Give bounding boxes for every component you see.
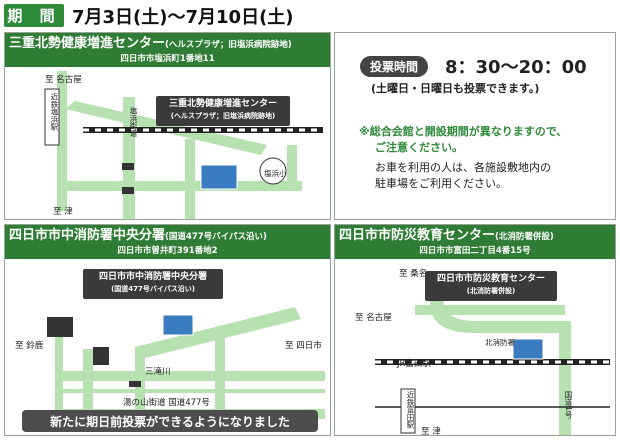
label-road-477: 湯の山街道 国道477号 [123,398,210,408]
venue1-map [44,71,323,219]
intersection-marker [129,381,141,387]
venue2-title-note: (国道477号バイパス沿い) [165,232,267,242]
label-jr-tomida: JR富田駅 [397,359,431,369]
venue1-callout: 三重北勢健康増進センター (ヘルスプラザ；旧塩浜病院跡地) [156,96,290,126]
voting-hours-time: 8：30～20：00 [445,57,587,78]
label-to-nagoya: 至 名古屋 [355,313,392,323]
gas-station-icon [93,347,109,365]
map-road [55,319,63,419]
venue3-address: 四日市市富田二丁目4番15号 [419,246,531,256]
map-road [415,305,565,315]
venue2-header: 四日市市中消防署中央分署(国道477号バイパス沿い) 四日市市曽井町391番地2 [5,225,330,259]
label-to-tsu: 至 津 [53,207,73,217]
venue2-title: 四日市市中消防署中央分署 [9,228,166,243]
venue2-callout-title: 四日市市中消防署中央分署 [98,272,207,282]
label-to-yokkaichi: 至 四日市 [285,341,322,351]
warning-line-2: ご注意ください。 [375,141,463,154]
map-road [67,181,302,191]
map-road [57,71,67,211]
venue1-panel: 三重北勢健康増進センター(ヘルスプラザ；旧塩浜病院跡地) 四日市市塩浜町1番地1… [4,32,331,220]
parking-line-1: お車を利用の人は、各施設敷地内の [375,161,551,174]
label-shiohama-street: 塩浜街道 [129,107,138,137]
venue1-callout-title: 三重北勢健康増進センター [168,99,277,109]
venue3-header: 四日市市防災教育センター(北消防署併設) 四日市市富田二丁目4番15号 [335,225,615,259]
venue2-address: 四日市市曽井町391番地2 [117,246,218,256]
label-to-suzuka: 至 鈴鹿 [15,341,44,351]
map-road [55,371,325,381]
school-marker [259,157,287,185]
label-school: 塩浜小 [264,169,287,178]
venue2-panel: 四日市市中消防署中央分署(国道477号バイパス沿い) 四日市市曽井町391番地2… [4,224,331,436]
kintetsu-station [44,88,60,146]
venue1-callout-sub: (ヘルスプラザ；旧塩浜病院跡地) [170,112,276,120]
venue1-address: 四日市市塩浜町1番地11 [120,54,215,64]
kintetsu-station [400,388,416,434]
voting-hours-label: 投票時間 [360,56,429,77]
map-road [55,389,325,393]
landmark-icon [47,317,73,337]
map-road [83,349,93,419]
intersection-marker [122,187,134,194]
venue3-callout-sub: (北消防署併設) [466,287,516,295]
parking-line-2: 駐車場をご利用ください。 [375,177,507,190]
period-dates: 7月3日(土)～7月10日(土) [72,7,294,28]
building-icon [162,314,194,336]
map-road [215,327,225,419]
building-icon [200,164,238,190]
venue3-title: 四日市市防災教育センター [339,228,496,243]
period-tag: 期 間 [4,4,64,27]
intersection-marker [122,163,134,170]
venue3-panel: 四日市市防災教育センター(北消防署併設) 四日市市富田二丁目4番15号 至 桑名… [334,224,616,437]
label-kita-fire: 北消防署 [485,338,515,347]
label-to-nagoya: 至 名古屋 [45,75,82,85]
map-road [287,145,297,191]
venue1-title: 三重北勢健康増進センター [9,36,166,51]
warning-line-1: ※総合会館と開設期間が異なりますので、 [359,125,568,138]
venue3-callout-title: 四日市市防災教育センター [436,274,545,284]
venue2-callout-sub: (国道477号バイパス沿い) [111,285,195,293]
label-kintetsu-tomida: 近鉄富田駅 [406,391,415,429]
venue2-callout: 四日市市中消防署中央分署 (国道477号バイパス沿い) [83,269,223,299]
map-road [185,139,195,219]
label-kintetsu-shiohama: 近鉄塩浜駅 [50,93,59,131]
venue3-callout: 四日市市防災教育センター (北消防署併設) [425,271,557,301]
hours-panel: 投票時間 8：30～20：00 (土曜日・日曜日も投票できます。) ※総合会館と… [334,32,616,220]
voting-hours-note: (土曜日・日曜日も投票できます。) [371,82,540,95]
label-route1: 国道1号 [564,391,573,419]
label-mitaki-river: 三滝川 [145,367,171,377]
building-icon [512,338,544,360]
label-to-kuwana: 至 桑名 [399,269,428,279]
venue3-map [375,271,610,435]
label-to-tsu: 至 津 [421,427,441,437]
early-voting-banner: 新たに期日前投票ができるようになりました [22,410,318,432]
venue1-title-note: (ヘルスプラザ；旧塩浜病院跡地) [165,40,292,50]
venue1-header: 三重北勢健康増進センター(ヘルスプラザ；旧塩浜病院跡地) 四日市市塩浜町1番地1… [5,33,330,67]
venue3-title-note: (北消防署併設) [495,232,554,242]
railway [375,359,610,365]
